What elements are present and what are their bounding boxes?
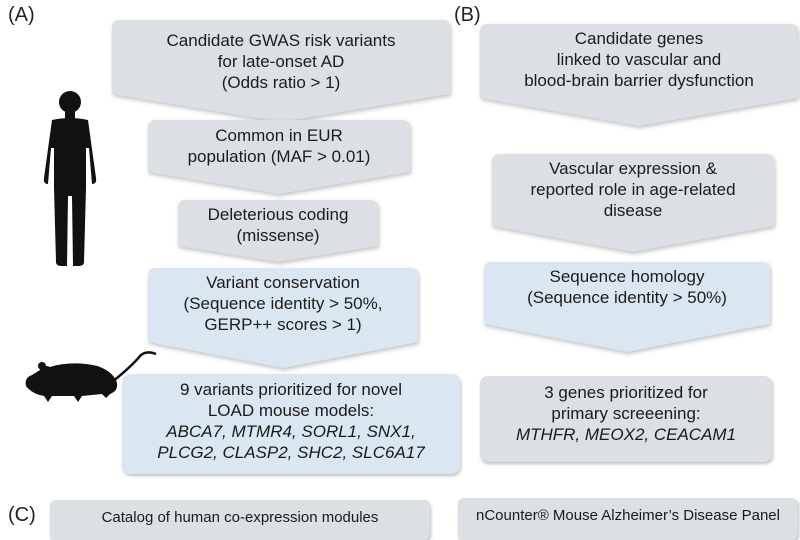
panel-a-step-4: Variant conservation (Sequence identity … — [148, 268, 418, 368]
text-line: primary screeening: — [551, 404, 701, 423]
text-line: blood-brain barrier dysfunction — [524, 71, 754, 90]
gene-list-line: ABCA7, MTMR4, SORL1, SNX1, — [166, 422, 416, 441]
panel-a-step-1: Candidate GWAS risk variants for late-on… — [112, 20, 450, 122]
text-line: reported role in age-related — [530, 180, 736, 199]
text-line: Common in EUR — [215, 126, 343, 145]
mouse-silhouette-icon — [25, 351, 157, 402]
text-line: (missense) — [236, 226, 320, 245]
text-line: (Odds ratio > 1) — [221, 73, 341, 92]
panel-b-step-1: Candidate genes linked to vascular and b… — [480, 24, 798, 126]
text-line: GERP++ scores > 1) — [204, 315, 362, 334]
panel-a-step-3: Deleterious coding (missense) — [178, 200, 378, 262]
text-line: Deleterious coding — [207, 205, 349, 224]
text-line: linked to vascular and — [556, 50, 722, 69]
text-line: Candidate GWAS risk variants — [166, 31, 396, 50]
text-line: 3 genes prioritized for — [544, 383, 708, 402]
text-line: (Sequence identity > 50%, — [183, 294, 383, 313]
text-line: disease — [603, 201, 663, 220]
text-line: for late-onset AD — [217, 52, 345, 71]
panel-c-right-box: nCounter® Mouse Alzheimer’s Disease Pane… — [458, 498, 798, 540]
gene-list-line: PLCG2, CLASP2, SHC2, SLC6A17 — [157, 443, 425, 462]
panel-c-left-text: Catalog of human co-expression modules — [101, 509, 379, 526]
panel-b-result-box: 3 genes prioritized for primary screeeni… — [480, 376, 772, 462]
text-line: Candidate genes — [574, 29, 704, 48]
panel-c-label: (C) — [8, 504, 36, 526]
text-line: LOAD mouse models: — [207, 401, 375, 420]
panel-b-step-3: Sequence homology (Sequence identity > 5… — [484, 262, 770, 352]
panel-a-result-box: 9 variants prioritized for novel LOAD mo… — [122, 374, 460, 474]
text-line: Sequence homology — [549, 267, 705, 286]
panel-b-label: (B) — [454, 4, 481, 26]
panel-b-step-2: Vascular expression & reported role in a… — [492, 154, 774, 252]
text-line: 9 variants prioritized for novel — [179, 380, 403, 399]
panel-a-label: (A) — [8, 4, 35, 26]
text-line: Variant conservation — [206, 273, 360, 292]
panel-a-step-2: Common in EUR population (MAF > 0.01) — [148, 120, 410, 194]
text-line: Vascular expression & — [549, 159, 717, 178]
text-line: (Sequence identity > 50%) — [527, 288, 727, 307]
text-line: population (MAF > 0.01) — [187, 147, 371, 166]
gene-list-line: MTHFR, MEOX2, CEACAM1 — [515, 425, 737, 444]
human-silhouette-icon — [43, 91, 97, 266]
panel-c-right-text: nCounter® Mouse Alzheimer’s Disease Pane… — [476, 507, 780, 524]
panel-c-left-box: Catalog of human co-expression modules — [50, 500, 430, 540]
